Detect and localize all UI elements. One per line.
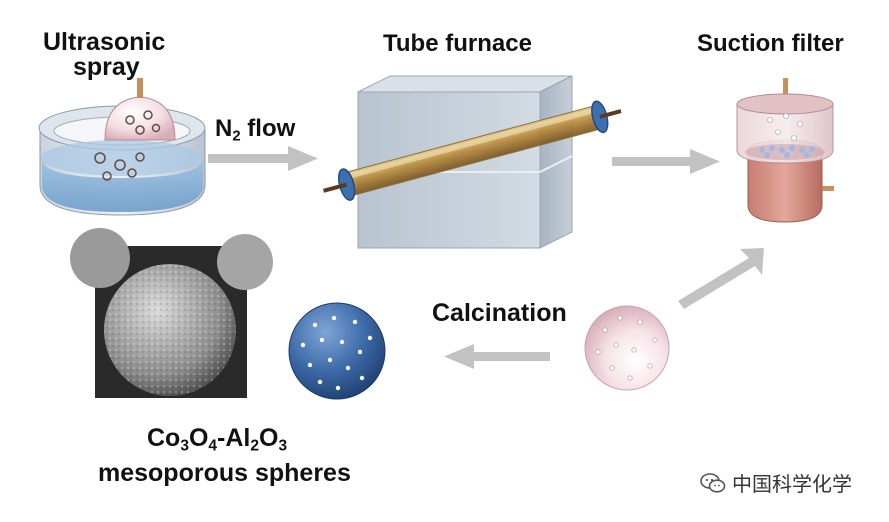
watermark: 中国科学化学 <box>700 468 852 497</box>
sem-micrograph-image <box>70 228 273 398</box>
arrow-filter-to-sphere <box>678 248 764 309</box>
product-name-label: mesoporous spheres <box>98 459 351 487</box>
ultrasonic-label-line1: Ultrasonic <box>43 28 166 56</box>
wechat-icon <box>700 472 726 493</box>
n2-flow-label: N2 flow <box>215 115 296 145</box>
suction-filter-label: Suction filter <box>697 30 844 57</box>
product-formula-label: Co3O4-Al2O3 <box>147 424 288 455</box>
product-sphere-icon <box>288 302 386 400</box>
suction-filter-icon <box>736 78 834 223</box>
tube-furnace-label: Tube furnace <box>383 30 532 57</box>
watermark-text: 中国科学化学 <box>732 472 852 496</box>
tube-furnace-icon <box>322 75 622 249</box>
calcination-label: Calcination <box>432 299 567 327</box>
ultrasonic-spray-icon <box>38 78 206 216</box>
precursor-sphere-icon <box>584 305 670 391</box>
ultrasonic-label-line2: spray <box>73 53 140 81</box>
arrow-calcination <box>444 344 550 369</box>
arrow-furnace-to-filter <box>612 149 720 174</box>
arrow-spray-to-furnace <box>208 146 318 171</box>
